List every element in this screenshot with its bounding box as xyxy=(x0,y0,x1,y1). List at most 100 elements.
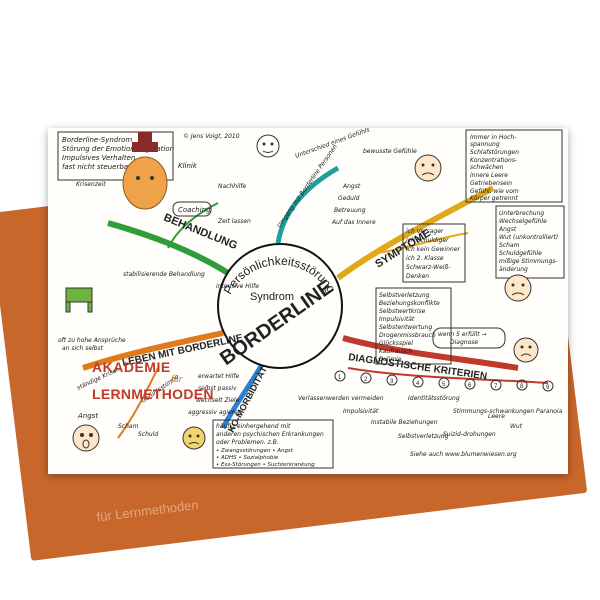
verhalten-item: Impulsivität xyxy=(379,316,415,323)
leben-note: selbst passiv xyxy=(198,385,237,392)
face-doodle-grumpy xyxy=(182,426,206,450)
leben-note: Schuld xyxy=(138,431,158,438)
top-note: Auf das Innere xyxy=(331,219,376,226)
leben-note: Scham xyxy=(118,423,139,430)
face-doodle-bottom-right xyxy=(513,337,539,363)
immer-item: schwächen xyxy=(470,164,504,171)
symptome-item: Angst xyxy=(498,226,517,233)
symptome-item: Scham xyxy=(499,242,520,249)
verhalten-item: Selbstwertkrise xyxy=(379,308,426,315)
top-note: Angst xyxy=(342,183,361,190)
verhalten-list: Selbstverletzung Beziehungskonflikte Sel… xyxy=(379,292,440,363)
komorb-box xyxy=(212,419,334,469)
komorb-line: oder Problemen. z.B. xyxy=(216,439,279,446)
crit-num: 3 xyxy=(390,379,394,385)
face-doodle-scared xyxy=(72,424,100,452)
immer-list: Immer in Hoch- spannung Schlafstörungen … xyxy=(470,134,519,202)
leben-note: erwartet Hilfe xyxy=(198,373,239,380)
header-box xyxy=(57,131,174,181)
komorb-list: häufig einhergehend mit anderen psychisc… xyxy=(216,423,324,468)
symptome-item: Unterbrechung xyxy=(499,210,544,217)
ich-item: Schwarz-Weiß- xyxy=(406,264,450,271)
symptome-item: Schuldgefühle xyxy=(499,250,542,257)
top-note: Umgang mit Borderline Personen xyxy=(276,143,339,229)
crit-note: Selbstverletzung xyxy=(398,433,449,440)
behandlung-notes: Klinik Krisenzeit Coaching stabilisieren… xyxy=(76,162,259,290)
immer-box xyxy=(465,129,563,203)
immer-item: Konzentrations- xyxy=(470,157,517,164)
crit-num: 5 xyxy=(442,382,446,388)
ich-item: ich kein Gewinner xyxy=(406,246,460,253)
logo-fuer: für xyxy=(171,374,183,385)
symptome-item: Wechselgefühle xyxy=(499,218,547,225)
face-doodle-right xyxy=(414,154,442,182)
logo-akademie: AKADEMIE xyxy=(92,359,171,375)
crit-note: Suizid-drohungen xyxy=(443,431,496,438)
komorb-line: • ADHS • Sozialphobie xyxy=(216,455,279,461)
coaching-bubble xyxy=(172,201,212,217)
immer-item: Immer in Hoch- xyxy=(470,134,516,141)
verhalten-item: Selbstentwertung xyxy=(379,324,432,331)
symptome-box xyxy=(495,205,565,279)
footer-website: Siehe auch www.blumenwiesen.org xyxy=(410,451,517,458)
center-syndrom: Syndrom xyxy=(250,291,294,303)
leben-note: wechselt Ziele xyxy=(196,397,240,404)
branch-behandlung xyxy=(107,220,230,276)
branch-komorbiditaet xyxy=(220,361,266,430)
branch-symptome-sub xyxy=(377,232,469,254)
immer-item: Gefühl, wie vom xyxy=(470,188,519,195)
symptome-list: Unterbrechung Wechselgefühle Angst Wut (… xyxy=(498,210,558,273)
verhalten-item: Glücksspiel xyxy=(379,340,413,347)
copyright: © Jens Voigt, 2010 xyxy=(183,133,240,140)
immer-item: spannung xyxy=(470,141,500,148)
ich-item: ich Schuldiger xyxy=(406,237,449,244)
verhalten-item: Drogenmissbrauch xyxy=(379,332,436,339)
header-line-1: Borderline-Syndrom xyxy=(62,136,132,144)
chair-doodle xyxy=(65,287,93,313)
top-notes: Unterschied eines Gefühls bewusste Gefüh… xyxy=(276,128,417,229)
branch-symptome xyxy=(336,185,495,281)
mascot-doodle xyxy=(122,132,168,210)
branch-top xyxy=(275,165,340,244)
crit-note: Impulsivität xyxy=(343,408,379,415)
komorb-line: anderen psychischen Erkrankungen xyxy=(216,431,324,438)
center-circle xyxy=(217,243,343,369)
leben-note: aggressiv agieren xyxy=(188,409,242,416)
komorb-line: • Zwangsstörungen • Angst xyxy=(216,448,294,454)
symptome-item: mißige Stimmungs- xyxy=(499,258,558,265)
diagnose-callout xyxy=(432,327,506,349)
crit-note: Verlassenwerden vermeiden xyxy=(298,395,384,402)
immer-item: Getriebensein xyxy=(470,180,512,187)
branch-kriterien-sub xyxy=(347,367,549,384)
crit-note: Leere xyxy=(488,413,505,420)
crit-note: Wut xyxy=(510,423,523,430)
diagnose-line: wenn 5 erfüllt → xyxy=(438,331,487,338)
crit-num: 4 xyxy=(416,381,420,387)
top-note: Betreuung xyxy=(334,207,366,214)
header-line-3: Impulsives Verhalten xyxy=(62,154,135,162)
branch-kriterien xyxy=(342,335,519,371)
behandlung-note: Nachhilfe xyxy=(218,183,247,190)
diagnose-line: Diagnose xyxy=(450,339,478,346)
ich-item: Denken xyxy=(406,273,429,280)
symptome-item: Wut (unkontrolliert) xyxy=(499,234,558,241)
face-doodle-crying xyxy=(504,274,532,302)
behandlung-note: Zeit lassen xyxy=(217,218,251,225)
crit-num: 6 xyxy=(468,383,472,389)
ich-box xyxy=(402,223,466,283)
behandlung-note: stabilisierende Behandlung xyxy=(123,271,205,278)
verhalten-box xyxy=(375,287,452,365)
mindmap-card: Persönlichkeitsstörung Syndrom BORDERLIN… xyxy=(48,128,568,474)
behandlung-note: Krisenzeit xyxy=(76,181,106,188)
label-kriterien: DIAGNOSTISCHE KRITERIEN xyxy=(348,352,488,382)
verhalten-item: Beziehungskonflikte xyxy=(379,300,440,307)
top-note: bewusste Gefühle xyxy=(363,148,417,155)
crit-num: 2 xyxy=(364,377,368,383)
crit-note: Stimmungs-schwankungen xyxy=(453,408,534,415)
ich-item: ich Versager xyxy=(406,228,444,235)
folder-label: für Lernmethoden xyxy=(95,497,200,525)
leben-note: oft zu hohe Ansprüche xyxy=(58,337,126,344)
immer-item: Schlafstörungen xyxy=(470,149,519,156)
verhalten-item: Bulimie xyxy=(379,356,402,363)
criteria-notes: Verlassenwerden vermeiden Impulsivität I… xyxy=(298,395,563,440)
